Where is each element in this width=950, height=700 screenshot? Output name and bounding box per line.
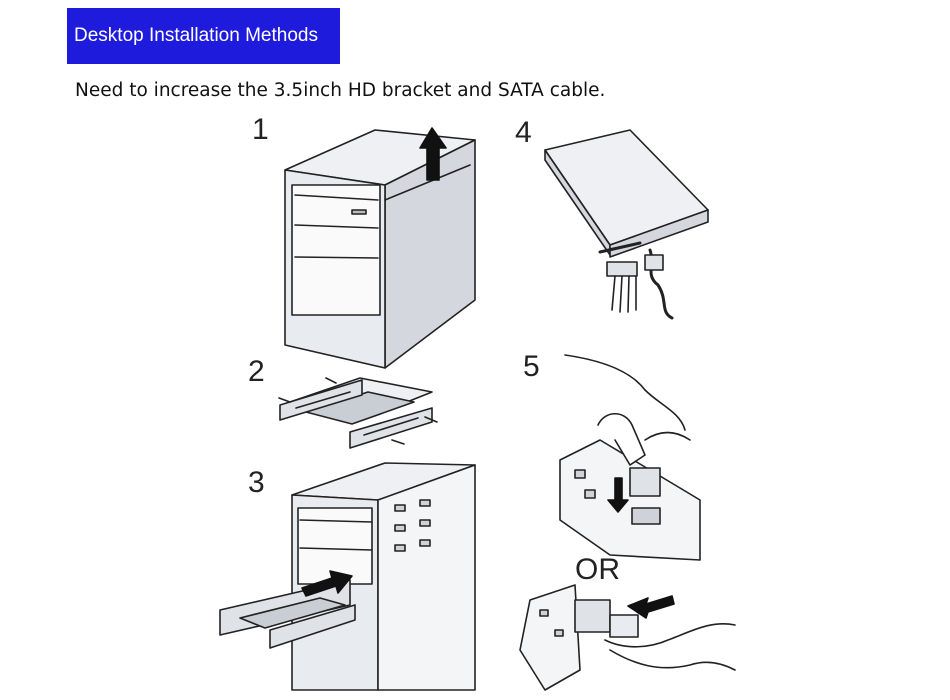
hdd-bracket-step2 (279, 378, 437, 448)
motherboard-connection-bottom (520, 585, 735, 690)
pc-tower-step1 (285, 130, 475, 368)
hard-disk-step4 (545, 130, 708, 318)
motherboard-connection-top (560, 355, 700, 560)
